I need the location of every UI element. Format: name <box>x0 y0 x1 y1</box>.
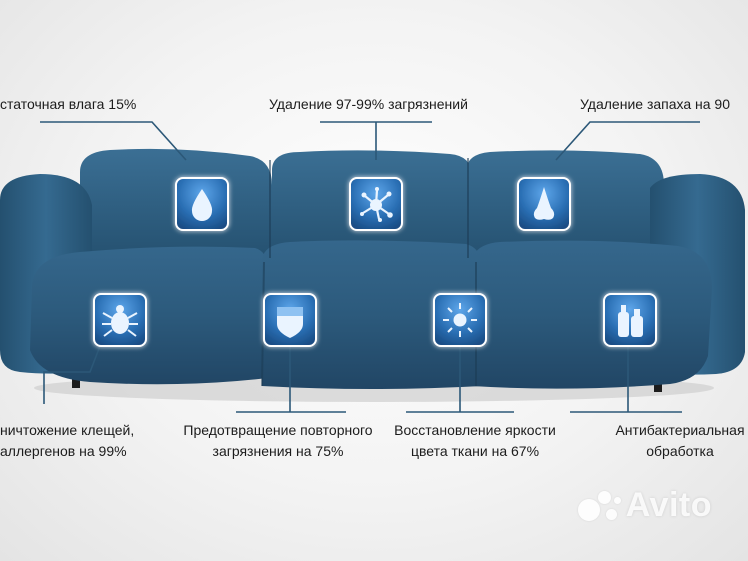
feature-dirt-removal: Удаление 97-99% загрязнений <box>269 96 468 112</box>
avito-watermark: Avito <box>577 486 712 525</box>
feature-recontamination-line1: Предотвращение повторного <box>183 422 373 438</box>
avito-logo-icon <box>577 489 622 523</box>
feature-odor-removal: Удаление запаха на 90 <box>580 96 731 112</box>
water-drop-icon <box>175 177 229 231</box>
feature-recontamination-line2: загрязнения на 75% <box>212 443 344 459</box>
nose-icon <box>517 177 571 231</box>
feature-residual-moisture: статочная влага 15% <box>0 96 137 112</box>
sun-icon <box>433 293 487 347</box>
feature-mite-removal-line1: ничтожение клещей, <box>0 422 135 438</box>
feature-color-restore-line1: Восстановление яркости <box>394 422 556 438</box>
feature-color-restore-line2: цвета ткани на 67% <box>410 443 540 459</box>
sofa-leg-left <box>72 374 80 388</box>
feature-color-restore: Восстановление яркости цвета ткани на 67… <box>380 420 570 462</box>
feature-antibacterial-line1: Антибактериальная <box>615 422 745 438</box>
feature-antibacterial: Антибактериальная обработка <box>612 420 748 462</box>
feature-mite-removal-line2: аллергенов на 99% <box>0 443 127 459</box>
feature-antibacterial-line2: обработка <box>646 443 714 459</box>
sofa-seats <box>30 240 712 389</box>
spray-bottles-icon <box>603 293 657 347</box>
shield-icon <box>263 293 317 347</box>
avito-wordmark: Avito <box>625 486 712 524</box>
feature-recontamination: Предотвращение повторного загрязнения на… <box>173 420 383 462</box>
mite-icon <box>93 293 147 347</box>
stain-splash-icon <box>349 177 403 231</box>
feature-mite-removal: ничтожение клещей, аллергенов на 99% <box>0 420 134 462</box>
sofa-leg-right <box>654 378 662 392</box>
